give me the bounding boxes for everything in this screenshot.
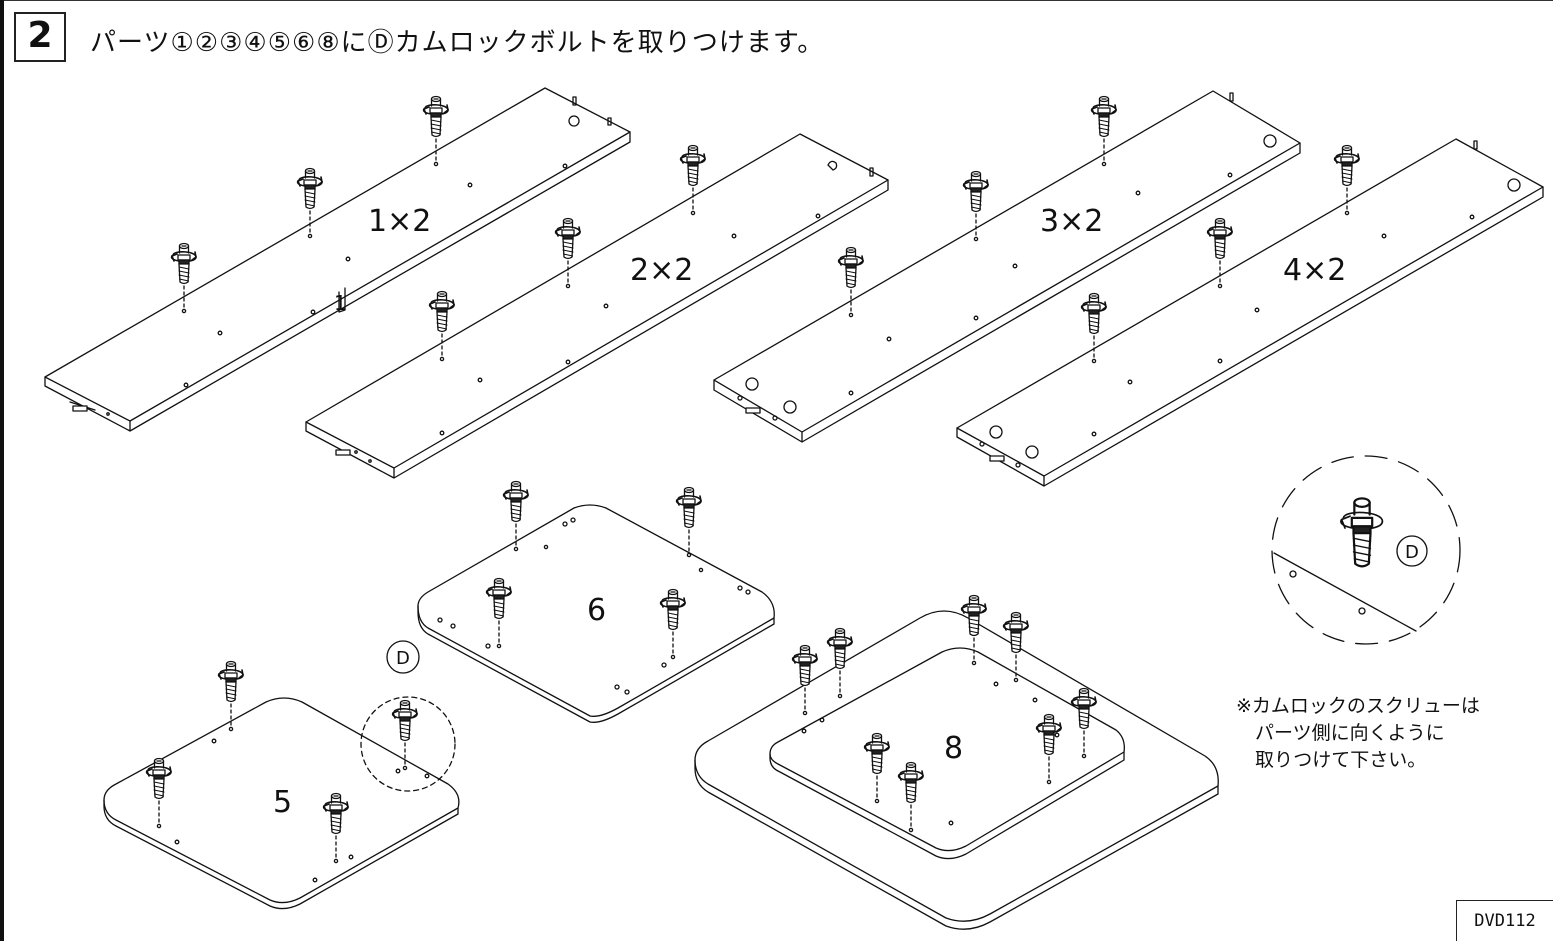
assembly-note: ※カムロックのスクリューは パーツ側に向くように 取りつけて下さい。 — [1236, 693, 1480, 774]
panel-label-4: 4×2 — [1283, 253, 1346, 288]
note-line: パーツ側に向くように — [1236, 722, 1445, 744]
panel-2 — [305, 133, 889, 479]
panel-label-6: 6 — [587, 593, 606, 628]
step-number: 2 — [14, 12, 66, 62]
part-d-letter: D — [396, 648, 410, 669]
panel-label-8: 8 — [944, 731, 963, 766]
note-line: ※カムロックのスクリューは — [1236, 695, 1480, 717]
panel-label-5: 5 — [273, 785, 292, 820]
panel-3 — [713, 90, 1301, 443]
instruction-text: パーツ①②③④⑤⑥⑧にⒹカムロックボルトを取りつけます。 — [90, 28, 825, 58]
panel-label-3: 3×2 — [1040, 204, 1103, 239]
part-d-marker — [386, 640, 420, 674]
detail-callout — [1271, 455, 1461, 645]
note-line: 取りつけて下さい。 — [1236, 749, 1427, 771]
panel-label-2: 2×2 — [630, 253, 693, 288]
model-code: DVD112 — [1456, 900, 1553, 941]
panel-5 — [103, 660, 460, 910]
callout-d-letter: D — [1405, 542, 1419, 563]
panel-6 — [417, 480, 775, 723]
left-rule — [0, 0, 4, 941]
top-rule — [0, 0, 1553, 1]
panel-label-1: 1×2 — [368, 204, 431, 239]
part-marker-1: 1 — [334, 291, 347, 315]
panel-1 — [44, 87, 631, 432]
panel-8 — [694, 594, 1219, 930]
panel-4 — [956, 138, 1544, 487]
